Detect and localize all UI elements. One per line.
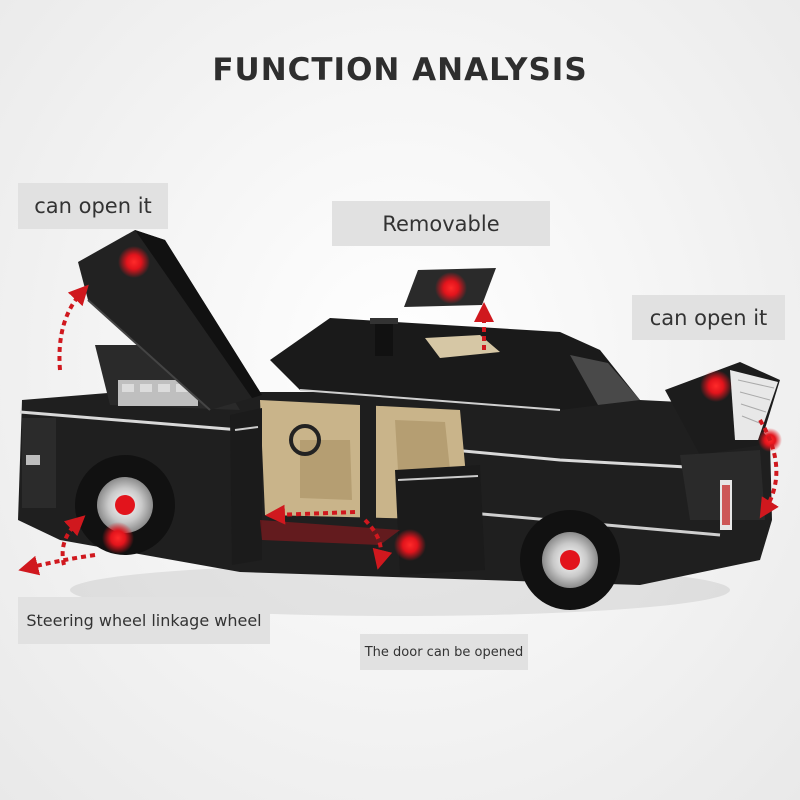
arrow-door (265, 504, 356, 525)
arrow-hood (57, 284, 89, 371)
rear-window (570, 355, 640, 405)
label-hood-open: can open it (18, 183, 168, 229)
rear-wheel (520, 510, 620, 610)
underbody-light (260, 520, 400, 545)
arrow-door-swing (363, 518, 393, 570)
steering-wheel (289, 424, 321, 456)
roof-edge (299, 389, 561, 411)
label-roof-removable: Removable (332, 201, 550, 246)
marker-trunk (700, 370, 732, 402)
front-door-open (230, 408, 262, 565)
page-title: FUNCTION ANALYSIS (212, 52, 588, 88)
front-wheel (75, 455, 175, 555)
arrow-trunk (758, 418, 779, 519)
label-steering-linkage: Steering wheel linkage wheel (18, 597, 270, 644)
trunk-tail-light (730, 370, 778, 440)
marker-roof-panel (435, 272, 467, 304)
front-grille-logo (26, 455, 40, 465)
marker-wheel (102, 522, 134, 554)
marker-door (394, 529, 426, 561)
sunroof-opening (425, 335, 500, 358)
label-door-open: The door can be opened (360, 634, 528, 670)
car-roof (270, 318, 640, 410)
marker-hood (118, 246, 150, 278)
open-hood (78, 230, 262, 410)
arrow-wheel-up (60, 515, 86, 566)
roof-post (375, 318, 393, 356)
label-trunk-open: can open it (632, 295, 785, 340)
